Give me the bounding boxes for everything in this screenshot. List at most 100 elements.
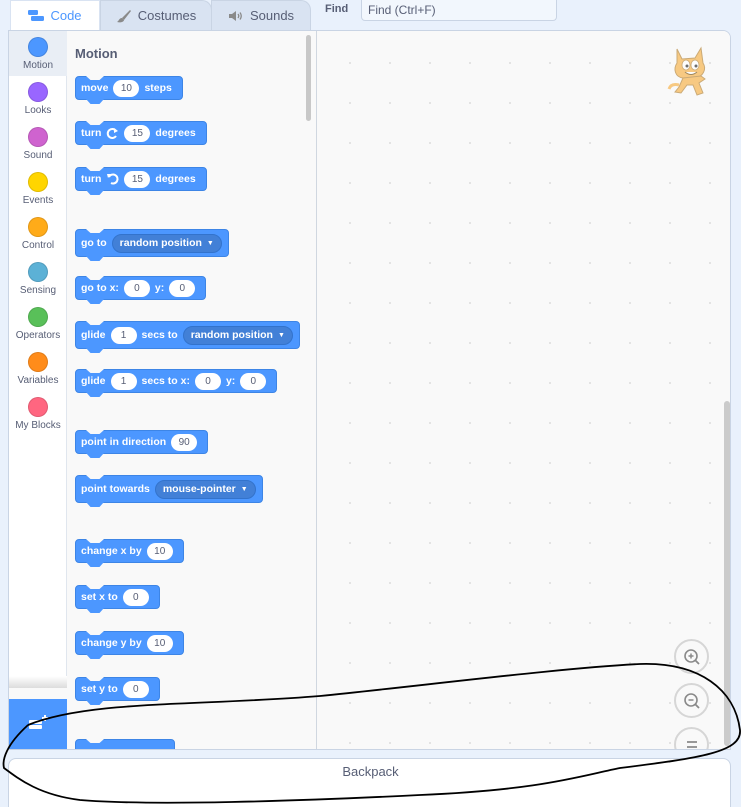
zoom-in-button[interactable]	[674, 639, 709, 674]
add-extension-button[interactable]	[9, 699, 67, 749]
block-text: y:	[154, 282, 165, 294]
degrees-input[interactable]: 15	[124, 124, 151, 142]
target-dropdown[interactable]: random position ▼	[111, 233, 222, 253]
x-input[interactable]: 0	[123, 279, 150, 297]
control-dot-icon	[28, 217, 48, 237]
backpack[interactable]: Backpack	[8, 758, 731, 807]
y-input[interactable]: 0	[240, 372, 267, 390]
block-glide-to[interactable]: glide 1 secs to random position ▼	[75, 321, 300, 349]
tab-sounds-label: Sounds	[249, 8, 295, 23]
category-sensing[interactable]: Sensing	[9, 256, 67, 301]
category-label: Control	[21, 240, 55, 251]
x-input[interactable]: 10	[146, 542, 173, 560]
x-input[interactable]: 0	[122, 588, 149, 606]
operators-dot-icon	[28, 307, 48, 327]
variables-dot-icon	[28, 352, 48, 372]
secs-input[interactable]: 1	[110, 372, 137, 390]
block-text: secs to x:	[141, 375, 190, 387]
category-events[interactable]: Events	[9, 166, 67, 211]
zoom-out-icon	[683, 692, 700, 709]
block-set-y[interactable]: set y to 0	[75, 677, 160, 701]
speaker-icon	[228, 10, 244, 22]
block-change-y[interactable]: change y by 10	[75, 631, 184, 655]
block-text: go to	[81, 237, 107, 249]
zoom-reset-icon	[686, 740, 697, 748]
block-palette: Motion move 10 steps turn 15 degrees tur…	[67, 31, 317, 749]
block-text: set y to	[81, 683, 118, 695]
block-text: point towards	[81, 483, 150, 495]
direction-input[interactable]: 90	[171, 433, 198, 451]
category-variables[interactable]: Variables	[9, 346, 67, 391]
block-turn-right[interactable]: turn 15 degrees	[75, 121, 207, 145]
block-point-in-direction[interactable]: point in direction 90	[75, 430, 209, 454]
dropdown-caret-icon: ▼	[206, 239, 214, 247]
palette-title: Motion	[75, 46, 118, 61]
palette-scrollbar[interactable]	[306, 35, 311, 121]
block-turn-left[interactable]: turn 15 degrees	[75, 167, 207, 191]
y-input[interactable]: 0	[122, 680, 149, 698]
category-looks[interactable]: Looks	[9, 76, 67, 121]
dropdown-caret-icon: ▼	[240, 485, 248, 493]
workspace-scrollbar[interactable]	[724, 401, 730, 746]
category-motion[interactable]: Motion	[9, 31, 67, 76]
category-label: Events	[22, 195, 54, 206]
find-input[interactable]	[361, 0, 557, 21]
zoom-out-button[interactable]	[674, 683, 709, 718]
category-menu: Motion Looks Sound Events Control Sensin…	[9, 31, 67, 687]
dropdown-value: mouse-pointer	[162, 483, 236, 495]
block-text: point in direction	[81, 436, 167, 448]
block-point-towards[interactable]: point towards mouse-pointer ▼	[75, 475, 263, 503]
x-input[interactable]: 0	[194, 372, 221, 390]
events-dot-icon	[28, 172, 48, 192]
steps-input[interactable]: 10	[113, 79, 140, 97]
y-input[interactable]: 10	[146, 634, 173, 652]
tab-sounds[interactable]: Sounds	[211, 0, 311, 30]
target-dropdown[interactable]: random position ▼	[182, 325, 293, 345]
zoom-in-icon	[683, 648, 700, 665]
sound-dot-icon	[28, 127, 48, 147]
sensing-dot-icon	[28, 262, 48, 282]
block-set-x[interactable]: set x to 0	[75, 585, 160, 609]
y-input[interactable]: 0	[169, 279, 196, 297]
block-partial-hidden[interactable]	[75, 739, 175, 749]
secs-input[interactable]: 1	[110, 326, 137, 344]
category-label: Motion	[22, 60, 53, 71]
block-text: change x by	[81, 545, 142, 557]
block-text: y:	[225, 375, 236, 387]
category-label: Sensing	[19, 285, 57, 296]
code-area: Motion Looks Sound Events Control Sensin…	[8, 30, 731, 750]
add-extension-icon	[26, 713, 50, 738]
category-label: Sound	[23, 150, 53, 161]
block-text: degrees	[155, 127, 196, 139]
block-move-steps[interactable]: move 10 steps	[75, 76, 183, 100]
block-text: steps	[144, 82, 172, 94]
category-menu-shadow	[9, 676, 67, 688]
dropdown-caret-icon: ▼	[277, 331, 285, 339]
category-control[interactable]: Control	[9, 211, 67, 256]
category-label: Operators	[15, 330, 61, 341]
tab-code-label: Code	[50, 8, 82, 23]
block-go-to[interactable]: go to random position ▼	[75, 229, 229, 257]
towards-dropdown[interactable]: mouse-pointer ▼	[154, 479, 256, 499]
block-go-to-xy[interactable]: go to x: 0 y: 0	[75, 276, 207, 300]
degrees-input[interactable]: 15	[124, 170, 151, 188]
block-text: go to x:	[81, 282, 119, 294]
dropdown-value: random position	[119, 237, 202, 249]
category-my-blocks[interactable]: My Blocks	[9, 391, 67, 436]
category-label: Variables	[17, 375, 59, 386]
script-workspace[interactable]	[318, 31, 730, 749]
block-text: secs to	[141, 329, 178, 341]
tab-costumes[interactable]: Costumes	[100, 0, 212, 30]
find-label: Find	[325, 3, 349, 15]
category-operators[interactable]: Operators	[9, 301, 67, 346]
block-glide-to-xy[interactable]: glide 1 secs to x: 0 y: 0	[75, 369, 278, 393]
block-text: set x to	[81, 591, 118, 603]
block-text: glide	[81, 375, 106, 387]
tab-code[interactable]: Code	[10, 0, 100, 30]
block-text: turn	[81, 127, 102, 139]
category-sound[interactable]: Sound	[9, 121, 67, 166]
looks-dot-icon	[28, 82, 48, 102]
zoom-reset-button[interactable]	[674, 727, 709, 749]
block-change-x[interactable]: change x by 10	[75, 539, 184, 563]
